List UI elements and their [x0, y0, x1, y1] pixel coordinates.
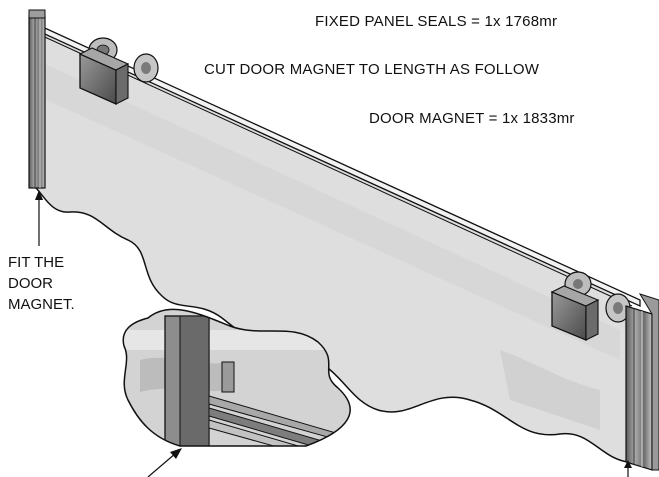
glass-shading	[500, 350, 600, 430]
right-profile	[625, 293, 659, 471]
fit-door-magnet-callout: FIT THE DOOR MAGNET.	[8, 252, 75, 315]
cut-door-magnet-note: CUT DOOR MAGNET TO LENGTH AS FOLLOW	[204, 61, 540, 78]
right-roller-bracket	[550, 271, 631, 341]
right-bottom-arrow	[624, 460, 632, 477]
callout-line-3: MAGNET.	[8, 296, 75, 313]
glass-shading	[36, 60, 620, 360]
callout-line-2: DOOR	[8, 275, 53, 292]
zoom-outline	[122, 308, 351, 447]
callout-line-1: FIT THE	[8, 254, 65, 271]
left-profile	[28, 9, 46, 189]
left-roller-bracket	[78, 37, 159, 106]
detail-arrow	[147, 448, 182, 477]
fixed-panel-seals-note: FIXED PANEL SEALS = 1x 1768mr	[315, 13, 558, 30]
callout-arrow	[35, 190, 43, 246]
door-magnet-note: DOOR MAGNET = 1x 1833mr	[369, 110, 575, 127]
rail-edge	[35, 32, 633, 307]
